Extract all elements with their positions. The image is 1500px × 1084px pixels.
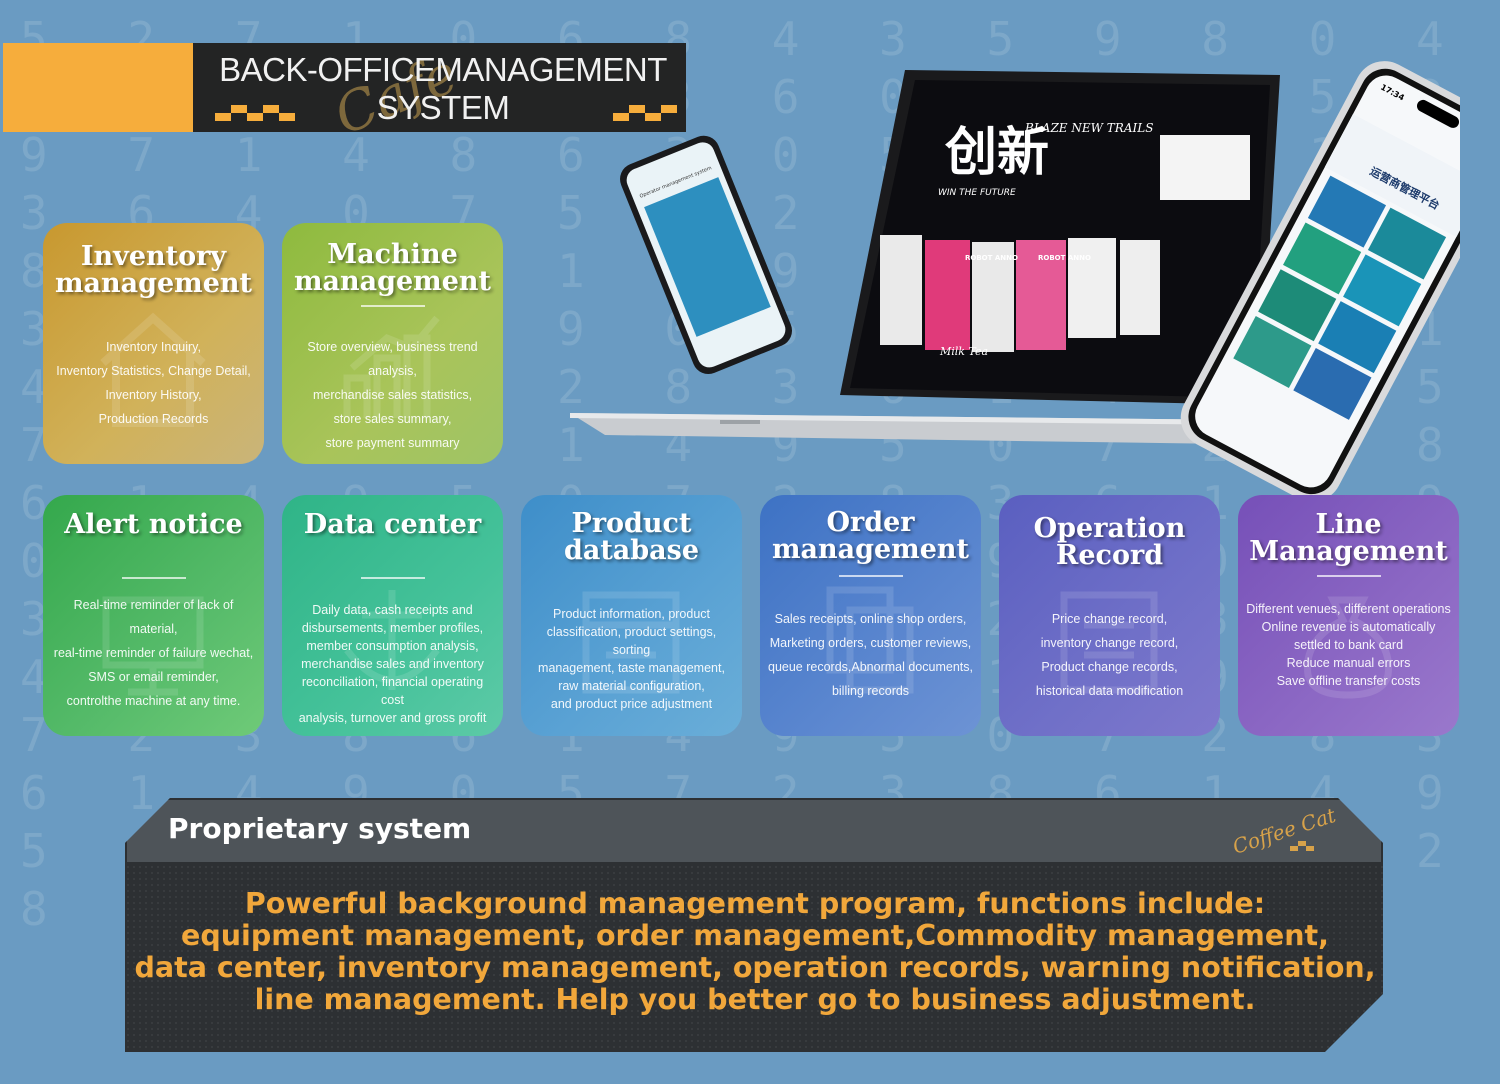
card-alert-notice: Alert notice Real-time reminder of lack …	[43, 495, 264, 736]
card-divider	[839, 575, 903, 577]
laptop: BLAZE NEW TRAILS WIN THE FUTURE ROBOT AN…	[570, 70, 1295, 445]
card-divider	[361, 577, 425, 579]
small-phone: Operator management system	[620, 135, 793, 375]
laptop-slogan2: WIN THE FUTURE	[938, 188, 1016, 198]
banner-title: BACK-OFFICEMANAGEMENT SYSTEM	[203, 51, 683, 127]
card-divider	[122, 577, 186, 579]
big-phone: 17:34 运营商管理平台	[1180, 61, 1460, 500]
card-description: Sales receipts, online shop orders,Marke…	[768, 612, 973, 698]
svg-text:Coffee Cat: Coffee Cat	[1230, 806, 1338, 858]
database-icon	[582, 591, 680, 694]
anchor-icon	[344, 590, 440, 690]
card-divider	[1317, 575, 1381, 577]
record-icon	[1060, 591, 1158, 694]
panel-description: Powerful background management program, …	[130, 888, 1380, 1016]
bar-chart-icon	[343, 315, 440, 418]
panel-line: line management. Help you better go to b…	[254, 983, 1256, 1016]
panel-header	[125, 798, 1383, 864]
banner-checker-left	[215, 105, 295, 125]
card-data-center: Data center Daily data, cash receipts an…	[282, 495, 503, 736]
panel-line: Powerful background management program, …	[244, 887, 1266, 920]
monitor-icon	[102, 596, 204, 696]
laptop-milk-tea: Milk Tea	[939, 345, 988, 358]
laptop-brand-left: ROBOT ANNO	[965, 254, 1018, 262]
card-description: Real-time reminder of lack of material,r…	[53, 598, 254, 708]
svg-text:创新: 创新	[944, 122, 1049, 183]
banner-title-line2: SYSTEM	[376, 89, 510, 126]
banner-title-line1: BACK-OFFICEMANAGEMENT	[219, 51, 667, 88]
laptop-brand-right: ROBOT ANNO	[1038, 254, 1091, 262]
coffee-cat-logo: Coffee Cat	[1230, 806, 1338, 858]
panel-body	[125, 864, 1383, 1052]
card-description: Price change record,inventory change rec…	[1035, 612, 1184, 698]
banner-checker-right	[613, 105, 686, 125]
panel-line: data center, inventory management, opera…	[134, 951, 1376, 984]
devices-illustration: BLAZE NEW TRAILS WIN THE FUTURE ROBOT AN…	[570, 61, 1460, 500]
card-divider	[361, 305, 425, 307]
card-description: Inventory Inquiry,Inventory Statistics, …	[56, 340, 251, 426]
card-description: Store overview, business trend analysis,…	[307, 340, 478, 450]
card-title: Alert notice	[64, 509, 243, 540]
header-banner: Cafe BACK-OFFICEMANAGEMENT SYSTEM	[3, 43, 686, 132]
money-bag-icon	[1303, 596, 1393, 699]
card-title: Data center	[303, 509, 482, 540]
panel-line: equipment management, order management,C…	[181, 919, 1329, 952]
laptop-slogan: BLAZE NEW TRAILS	[1024, 121, 1153, 135]
house-icon	[100, 312, 206, 427]
banner-accent-block	[3, 43, 193, 132]
documents-icon	[826, 586, 914, 694]
panel-title: Proprietary system	[168, 812, 472, 845]
